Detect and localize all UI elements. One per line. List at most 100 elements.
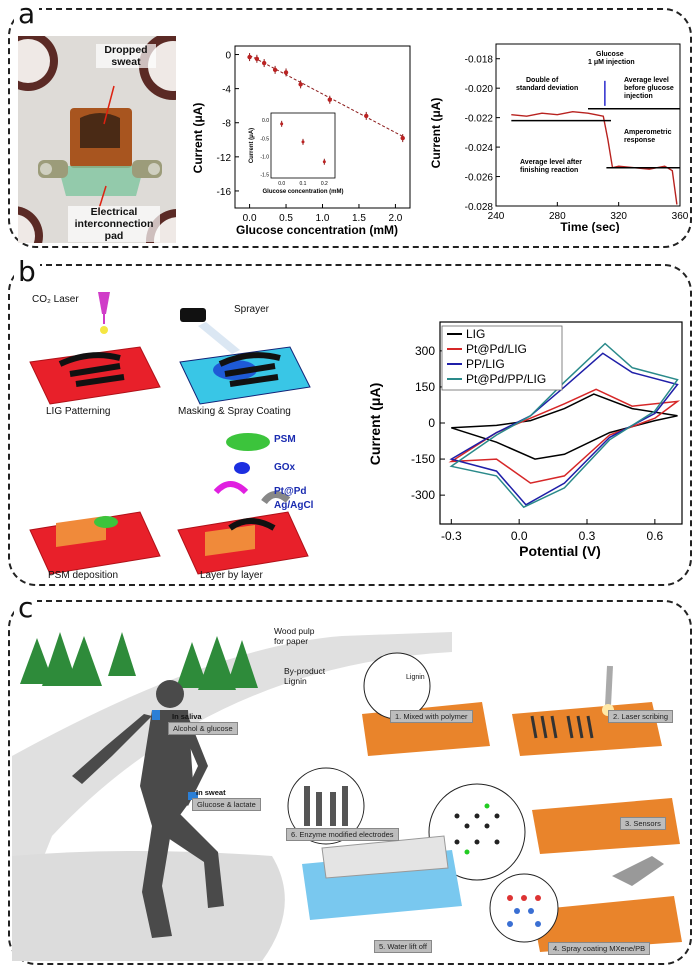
- ampero-ytick-label: -0.026: [465, 173, 494, 184]
- cv-ytick-label: 300: [415, 344, 435, 358]
- calibration-point: [364, 113, 369, 119]
- psm-layer-icon: [226, 433, 270, 451]
- label-sweat-title: In sweat: [196, 788, 226, 797]
- cv-ytick-label: -150: [411, 452, 435, 466]
- calibration-point: [298, 82, 303, 87]
- label-wood-2: for paper: [274, 636, 309, 646]
- label-agcl: Ag/AgCl: [274, 500, 314, 511]
- inset-xlabel: Glucose concentration (mM): [262, 189, 343, 195]
- label-co2-laser: CO₂ Laser: [32, 294, 79, 305]
- step-5-label: 5. Water lift off: [374, 940, 432, 953]
- label-masking-spray: Masking & Spray Coating: [178, 406, 291, 417]
- mxene-lattice-icon: [489, 873, 559, 943]
- cv-xtick-label: -0.3: [441, 529, 462, 543]
- label-sprayer: Sprayer: [234, 304, 270, 315]
- calibration-point: [254, 56, 260, 61]
- calibration-point: [247, 54, 252, 60]
- inset-ylabel: Current (μA): [249, 128, 255, 163]
- ann-double-1: Double of: [526, 77, 559, 84]
- calibration-ytick-label: -12: [217, 153, 232, 164]
- inset-xtick-label: 0.0: [278, 181, 285, 187]
- calibration-ytick-label: -16: [217, 187, 232, 198]
- label-saliva-title: In saliva: [172, 712, 202, 721]
- trees-icon: [20, 632, 258, 690]
- label-dropped-sweat: Dropped sweat: [96, 44, 156, 68]
- chip-mxene: [532, 896, 682, 952]
- inset-xtick-label: 0.2: [321, 181, 328, 187]
- cv-legend-label: PP/LIG: [466, 357, 505, 371]
- label-interconnection-pad: Electrical interconnection pad: [68, 206, 160, 242]
- step-3-label: 3. Sensors: [620, 817, 666, 830]
- label-byproduct-2: Lignin: [284, 676, 307, 686]
- inset-frame: [270, 112, 336, 179]
- calibration-point: [272, 67, 278, 73]
- inset-ytick-label: -1.0: [260, 154, 269, 160]
- inset-ytick-label: -0.5: [260, 136, 269, 142]
- panel-c: [8, 600, 692, 965]
- ann-avg-after-1: Average level after: [520, 159, 582, 166]
- label-sweat-text: Glucose & lactate: [192, 798, 261, 811]
- panel-letter-a: a: [14, 0, 40, 28]
- calibration-point: [400, 135, 405, 141]
- calibration-xtick-label: 0.5: [279, 213, 293, 224]
- label-ptpd: Pt@Pd: [274, 486, 307, 497]
- calibration-xtick-label: 2.0: [388, 213, 402, 224]
- calibration-xtick-label: 0.0: [243, 213, 257, 224]
- ampero-xtick-label: 280: [549, 211, 566, 222]
- calibration-point: [327, 97, 332, 102]
- cv-ytick-label: 150: [415, 380, 435, 394]
- ann-avg-before-1: Average level: [624, 77, 669, 84]
- inset-xtick-label: 0.1: [300, 181, 307, 187]
- laser-icon: [98, 292, 110, 314]
- ann-avg-before-3: injection: [624, 93, 653, 100]
- calibration-ytick-label: -8: [222, 119, 231, 130]
- ann-avg-after-2: finishing reaction: [520, 167, 578, 174]
- cv-xlabel: Potential (V): [519, 543, 601, 559]
- ann-avg-before-2: before glucose: [624, 85, 674, 92]
- label-byproduct-1: By-product: [284, 666, 326, 676]
- sprayer-icon: [180, 308, 206, 322]
- calibration-xtick-label: 1.5: [352, 213, 366, 224]
- step-4-label: 4. Spray coating MXene/PB: [548, 942, 651, 955]
- runner-icon: [72, 680, 224, 938]
- inset-point: [301, 140, 305, 144]
- step-2-label: 2. Laser scribing: [608, 710, 674, 723]
- panel-b: [8, 264, 692, 586]
- label-psm-deposition: PSM deposition: [48, 570, 119, 581]
- lignin-sensor-schematic: [12, 632, 682, 961]
- label-wood-1: Wood pulp: [274, 626, 315, 636]
- ann-double-2: standard deviation: [516, 85, 578, 92]
- cv-xtick-label: 0.6: [647, 529, 664, 543]
- cv-series-3: [449, 342, 679, 509]
- ampero-xtick-label: 320: [610, 211, 627, 222]
- ampero-ytick-label: -0.018: [465, 55, 494, 66]
- spray-gun-icon: [612, 856, 664, 886]
- calibration-point: [283, 70, 289, 75]
- label-lig-patterning: LIG Patterning: [46, 406, 111, 417]
- cv-series-0: [451, 393, 678, 460]
- cv-ylabel: Current (μA): [367, 383, 383, 465]
- cv-series-1: [448, 388, 681, 484]
- ampero-xtick-label: 240: [488, 211, 505, 222]
- ampero-ylabel: Current (μA): [429, 98, 443, 169]
- step-1-label: 1. Mixed with polymer: [390, 710, 473, 723]
- ptpd-layer-icon: [213, 481, 249, 495]
- cv-legend-label: Pt@Pd/PP/LIG: [466, 372, 546, 386]
- inset-point: [280, 122, 284, 126]
- panel-letter-b: b: [14, 258, 40, 286]
- cv-ytick-label: -300: [411, 488, 435, 502]
- ampero-frame: [495, 43, 681, 207]
- ann-glucose-2: 1 μM injection: [588, 59, 635, 66]
- ampero-xtick-label: 360: [672, 211, 688, 222]
- cv-legend-label: Pt@Pd/LIG: [466, 342, 527, 356]
- calibration-xtick-label: 1.0: [316, 213, 330, 224]
- cv-xtick-label: 0.3: [579, 529, 596, 543]
- label-lignin: Lignin: [406, 674, 425, 681]
- road-shape: [12, 632, 452, 936]
- panel-a: [8, 8, 692, 248]
- cv-legend-label: LIG: [466, 327, 485, 341]
- sensor-photo: Dropped sweat Electrical interconnection…: [18, 36, 176, 243]
- calibration-point: [261, 60, 267, 66]
